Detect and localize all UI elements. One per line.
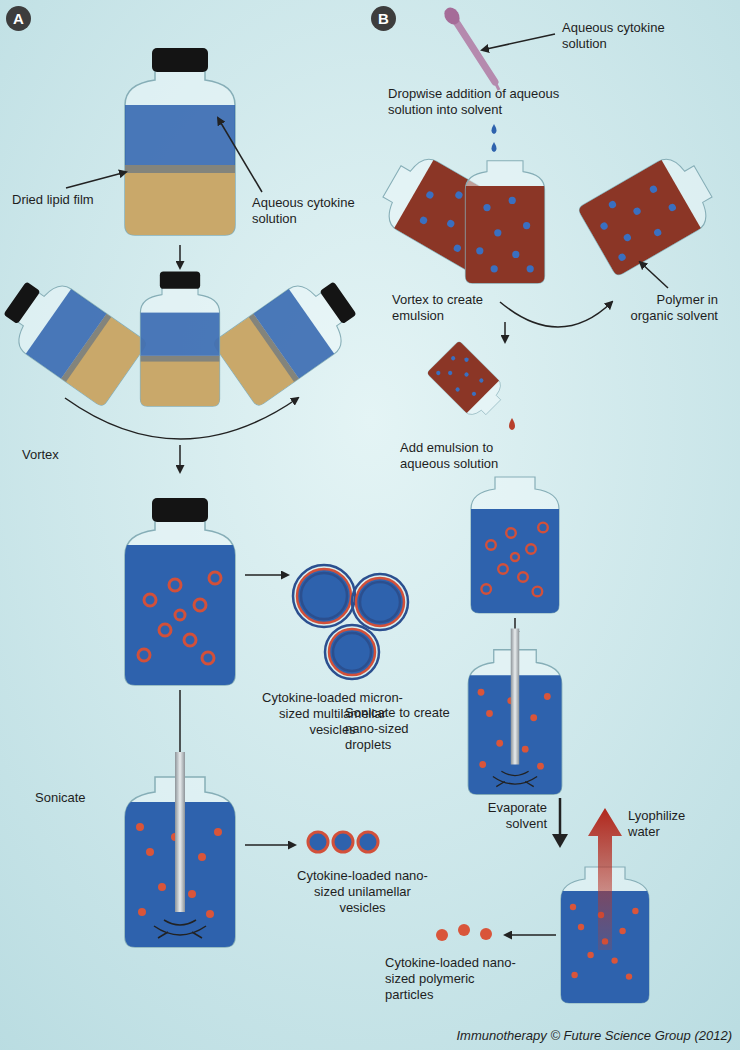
step-label: Add emulsion to aqueous solution xyxy=(400,440,512,472)
step-label: Dried lipid film xyxy=(12,192,132,208)
step-label: Polymer in organic solvent xyxy=(618,292,718,324)
panel-badge: A xyxy=(6,6,31,31)
step-label: Dropwise addition of aqueous solution in… xyxy=(388,86,578,118)
step-label: Evaporate solvent xyxy=(455,800,547,832)
step-label: Vortex to create emulsion xyxy=(392,292,500,324)
step-label: Sonicate to create nano-sized droplets xyxy=(345,705,455,753)
step-label: Aqueous cytokine solution xyxy=(252,195,367,227)
panel-letter: A xyxy=(13,10,24,27)
step-label: Cytokine-loaded nano-sized unilamellar v… xyxy=(290,868,435,916)
step-label: Cytokine-loaded nano-sized polymeric par… xyxy=(385,955,525,1003)
credit-line: Immunotherapy © Future Science Group (20… xyxy=(300,1028,732,1044)
panel-badge: B xyxy=(371,6,396,31)
step-label: Vortex xyxy=(22,447,102,463)
step-label: Lyophilize water xyxy=(628,808,718,840)
step-label: Sonicate xyxy=(35,790,125,806)
step-label: Aqueous cytokine solution xyxy=(562,20,682,52)
panel-letter: B xyxy=(378,10,389,27)
